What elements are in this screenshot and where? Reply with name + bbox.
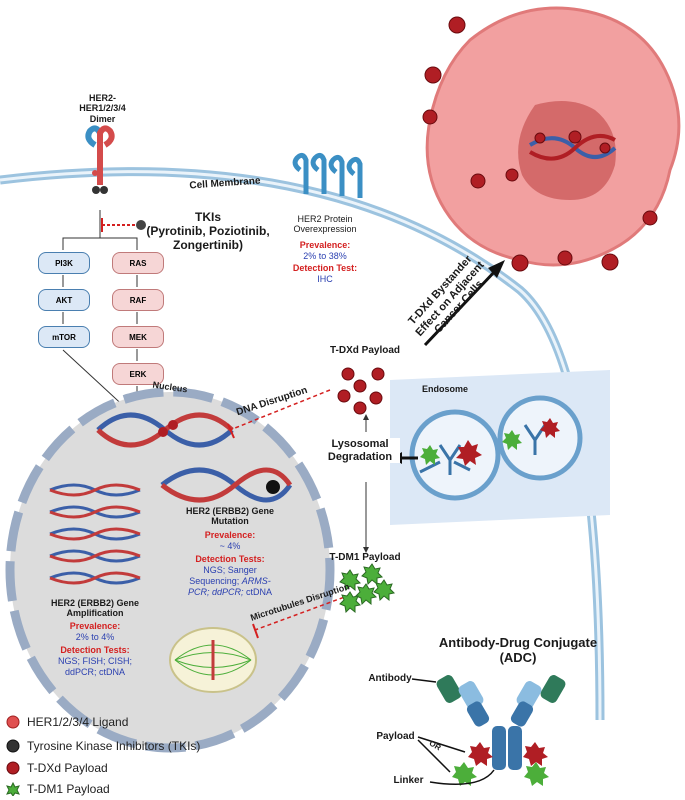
adc-payload-label: Payload xyxy=(376,731,415,742)
amplification-test-value: NGS; FISH; CISH;ddPCR; ctDNA xyxy=(57,656,132,677)
tdxd-payload-outside xyxy=(422,16,658,272)
pathway-pi3k-box: PI3K xyxy=(38,252,90,274)
mutation-prevalence-label: Prevalence: xyxy=(204,530,256,540)
overexpression-title: HER2 Protein Overexpression xyxy=(293,214,357,235)
mutation-test-label: Detection Tests: xyxy=(195,554,265,564)
legend-label-ligand: HER1/2/3/4 Ligand xyxy=(27,715,129,729)
endosome-label: Endosome xyxy=(421,384,468,394)
endosome-vesicle-2 xyxy=(497,395,583,481)
bystander-arrow xyxy=(423,266,500,347)
overexpression-prevalence-label: Prevalence: xyxy=(299,240,351,250)
amplification-prevalence-label: Prevalence: xyxy=(69,621,121,631)
microtubules-disruption-arrow xyxy=(254,594,351,631)
dna-helix-mutation xyxy=(160,467,293,503)
overexpression-test-label: Detection Test: xyxy=(292,263,358,273)
pathway-mek-box: MEK xyxy=(112,326,164,348)
pathway-raf-box: RAF xyxy=(112,289,164,311)
tki-icon xyxy=(6,739,20,753)
legend-item-tdxd: T-DXd Payload xyxy=(6,761,108,775)
overexpression-test-value: IHC xyxy=(317,274,333,284)
amplification-prevalence-value: 2% to 4% xyxy=(75,632,115,642)
legend-item-tki: Tyrosine Kinase Inhibitors (TKIs) xyxy=(6,739,200,753)
endosome-adc-1 xyxy=(419,440,482,475)
her-ligand-icon xyxy=(6,715,20,729)
dna-helix-amplification-stack xyxy=(49,483,141,585)
dna-disruption-arrow xyxy=(229,389,331,431)
pathway-ras-box: RAS xyxy=(112,252,164,274)
legend-item-ligand: HER1/2/3/4 Ligand xyxy=(6,715,128,729)
legend-item-tdm1: T-DM1 Payload xyxy=(6,782,110,796)
pathway-mtor-box: mTOR xyxy=(38,326,90,348)
tdxd-payload-label: T-DXd Payload xyxy=(329,345,400,356)
tkis-label: TKIs (Pyrotinib, Poziotinib, Zongertinib… xyxy=(146,210,270,252)
tdxd-icon xyxy=(6,761,20,775)
tdm1-icon xyxy=(6,782,20,796)
tdm1-payload-cluster xyxy=(339,563,396,614)
adc-antibody-label: Antibody xyxy=(368,673,412,684)
legend-label-tki: Tyrosine Kinase Inhibitors (TKIs) xyxy=(27,739,201,753)
her2-overexpression-receptors xyxy=(292,152,363,198)
pathway-akt-box: AKT xyxy=(38,289,90,311)
mutation-title: HER2 (ERBB2) Gene Mutation xyxy=(185,506,275,527)
amplification-title: HER2 (ERBB2) Gene Amplification xyxy=(50,598,140,619)
lysosomal-degradation-label: Lysosomal Degradation xyxy=(320,438,400,464)
amplification-test-label: Detection Tests: xyxy=(60,645,130,655)
adc-structure xyxy=(436,675,566,786)
cancer-cell-nucleus xyxy=(518,101,616,200)
dna-helix-main xyxy=(96,412,234,448)
adc-title: Antibody-Drug Conjugate (ADC) xyxy=(438,635,598,665)
endosome-adc-2 xyxy=(502,418,560,455)
tdm1-payload-label: T-DM1 Payload xyxy=(329,552,401,563)
dimer-label: HER2- HER1/2/3/4 Dimer xyxy=(79,93,126,124)
tdxd-payload-cluster xyxy=(337,367,385,415)
her2-dimer-receptor xyxy=(85,125,115,194)
legend-label-tdxd: T-DXd Payload xyxy=(27,761,108,775)
overexpression-prevalence-value: 2% to 38% xyxy=(303,251,347,261)
tki-icon-diagram xyxy=(136,220,146,230)
legend-label-tdm1: T-DM1 Payload xyxy=(27,782,110,796)
adc-linker-label: Linker xyxy=(393,775,424,786)
mutation-prevalence-value: ~ 4% xyxy=(219,541,241,551)
pathway-erk-box: ERK xyxy=(112,363,164,385)
